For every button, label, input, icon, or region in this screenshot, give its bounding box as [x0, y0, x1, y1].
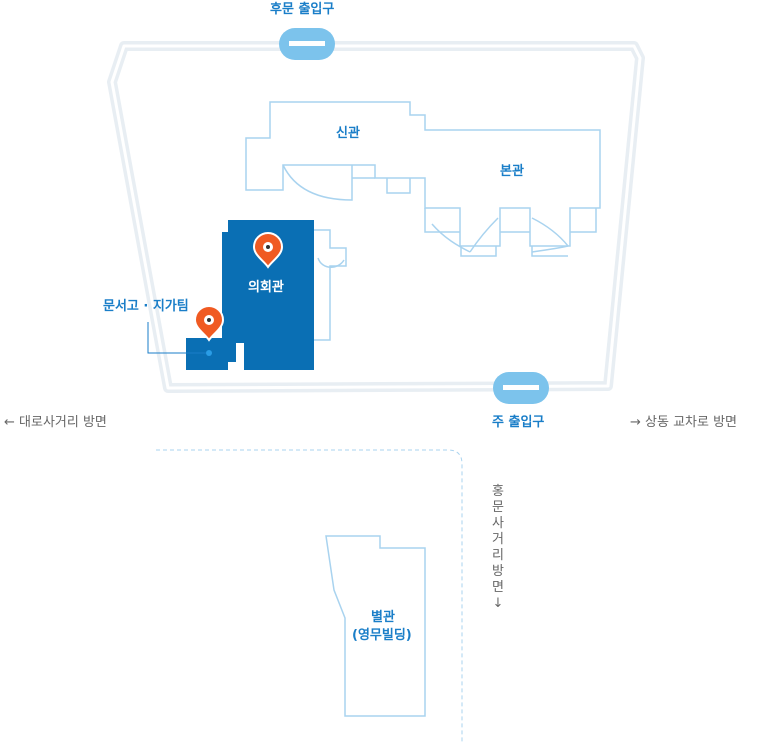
rear-gate-icon: [279, 28, 335, 60]
marker-connector: [147, 322, 206, 354]
bon-gwan-label: 본관: [500, 164, 524, 179]
direction-left: ← 대로사거리 방면: [4, 415, 107, 430]
rear-gate-label: 후문 출입구: [270, 2, 335, 17]
main-gate-label: 주 출입구: [492, 415, 545, 430]
direction-right: → 상동 교차로 방면: [630, 415, 738, 430]
document-team-label: 문서고 · 지가팀: [103, 299, 189, 314]
byeol-gwan-label-line1: 별관: [371, 610, 395, 625]
direction-down: 홍문사거리 방면↓: [492, 484, 504, 611]
location-pin-icon[interactable]: [193, 305, 225, 342]
site-boundary-inner: [110, 44, 642, 390]
road-dashed-line: [156, 449, 463, 743]
uihoe-gwan-label: 의회관: [248, 280, 284, 295]
annex-outline: [314, 229, 347, 341]
location-pin-icon[interactable]: [252, 232, 284, 269]
byeol-gwan-outline: [325, 535, 426, 717]
main-buildings-outline: [245, 101, 601, 257]
site-boundary: [107, 41, 645, 393]
main-gate-icon: [493, 372, 549, 404]
byeol-gwan-label-line2: (영무빌딩): [352, 628, 412, 643]
uihoe-gwan-building: [186, 220, 314, 370]
sin-gwan-label: 신관: [336, 126, 360, 141]
